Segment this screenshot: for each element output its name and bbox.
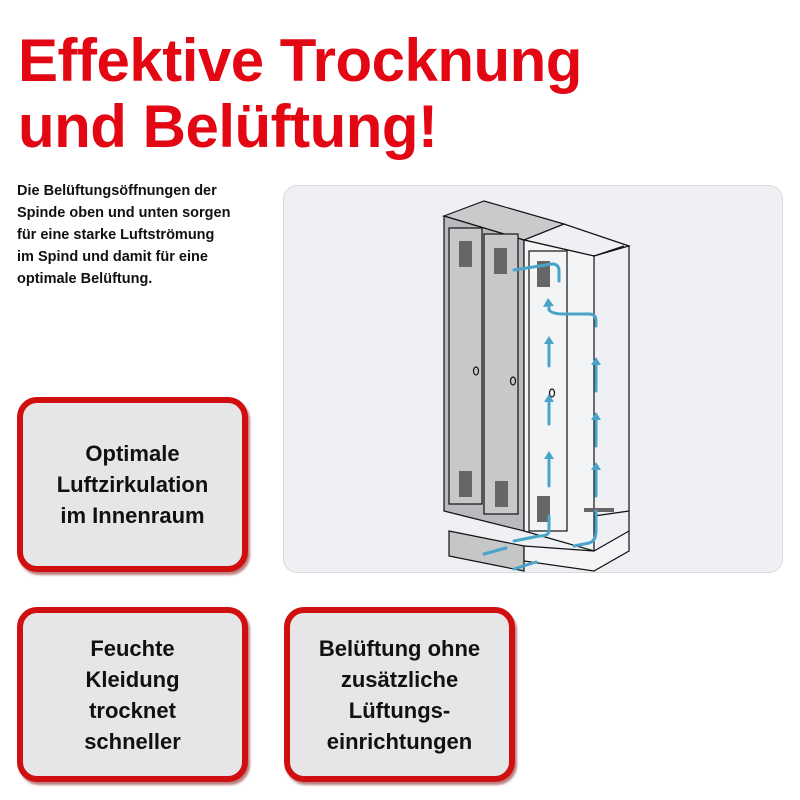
description-line: Die Belüftungsöffnungen der (17, 183, 217, 199)
description-line: Spinde oben und unten sorgen (17, 205, 231, 221)
description-line: für eine starke Luftströmung (17, 227, 215, 243)
description: Die Belüftungsöffnungen der Spinde oben … (17, 180, 277, 290)
locker-illustration-panel (283, 185, 783, 573)
title-line-1: Effektive Trocknung (18, 27, 582, 94)
description-line: im Spind und damit für eine (17, 249, 208, 265)
locker-airflow-diagram-icon (442, 200, 632, 572)
description-line: optimale Belüftung. (17, 271, 153, 287)
title-line-2: und Belüftung! (18, 93, 438, 160)
